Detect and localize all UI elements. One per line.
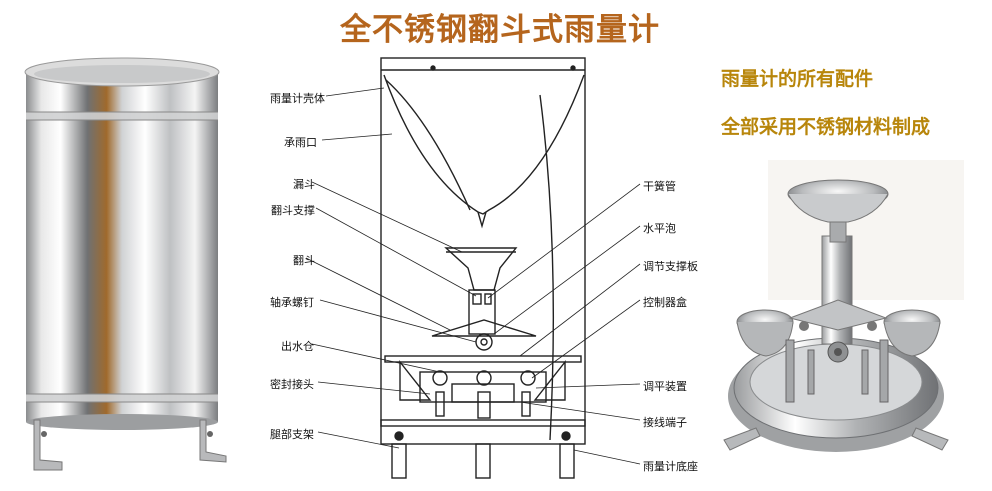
label-adjust-plate: 调节支撑板 [643, 260, 698, 273]
label-seal-joint: 密封接头 [270, 378, 314, 391]
leader-lines-left [305, 87, 477, 449]
label-level-bubble: 水平泡 [643, 222, 676, 235]
label-bucket: 翻斗 [293, 254, 315, 267]
label-base: 雨量计底座 [643, 460, 698, 473]
label-bucket-support: 翻斗支撑 [271, 204, 315, 217]
label-shell: 雨量计壳体 [270, 92, 325, 105]
label-reed-tube: 干簧管 [643, 180, 676, 193]
feature-text-all-parts: 雨量计的所有配件 [721, 68, 874, 90]
label-bearing-screw: 轴承螺钉 [270, 296, 314, 309]
leader-lines-right [487, 183, 641, 465]
label-terminal: 接线端子 [643, 416, 687, 429]
rain-gauge-photo [24, 57, 227, 471]
label-leveling-device: 调平装置 [643, 380, 687, 393]
label-rain-catch: 承雨口 [284, 136, 317, 149]
feature-text-stainless: 全部采用不锈钢材料制成 [721, 116, 931, 138]
structure-diagram [305, 57, 641, 479]
page-title: 全不锈钢翻斗式雨量计 [340, 12, 660, 48]
label-funnel: 漏斗 [293, 178, 315, 191]
label-control-box: 控制器盒 [643, 296, 687, 309]
label-leg-support: 腿部支架 [270, 428, 314, 441]
mechanism-photo [723, 160, 964, 452]
label-outlet: 出水仓 [281, 340, 314, 353]
diagram-shell [380, 57, 586, 445]
